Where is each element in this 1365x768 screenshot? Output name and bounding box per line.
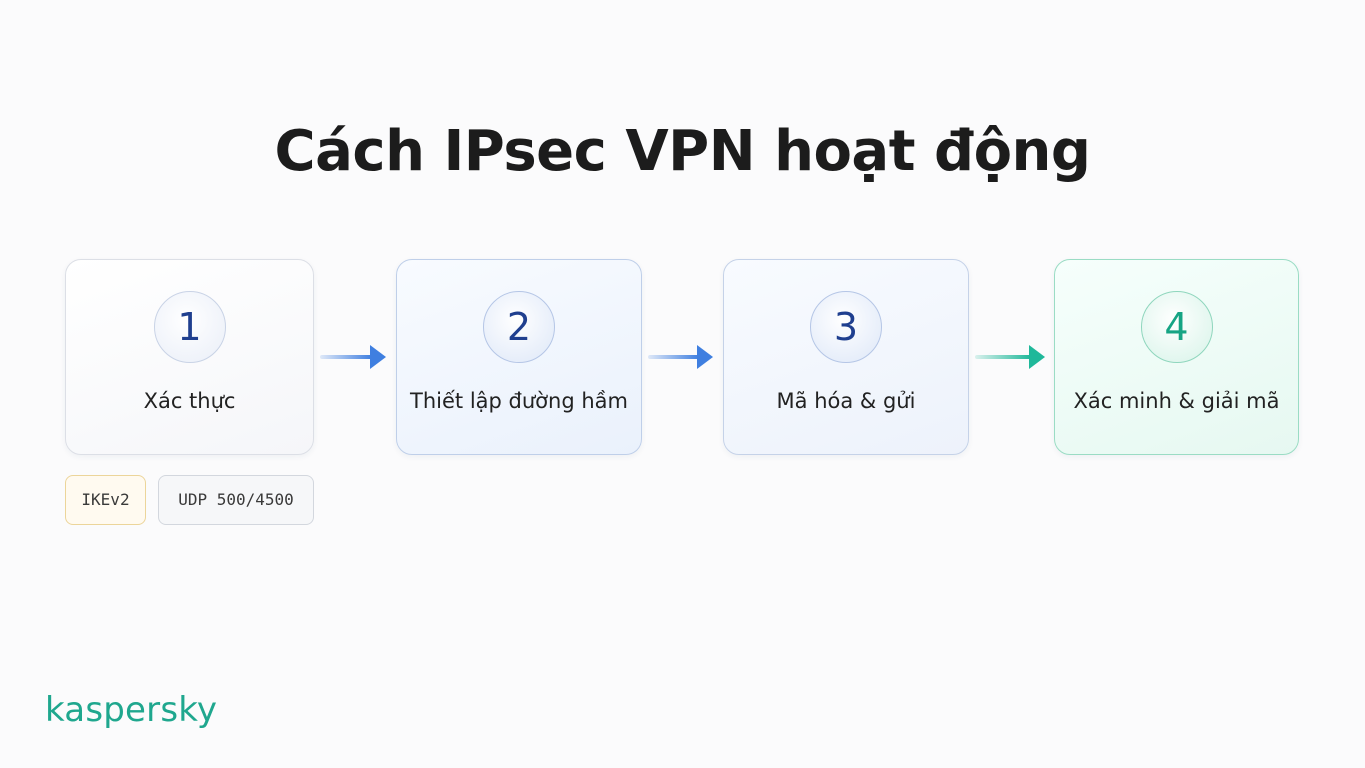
step-card-2: 2 Thiết lập đường hầm — [396, 259, 642, 455]
step-number-badge-4: 4 — [1140, 291, 1213, 363]
arrow-right-icon — [320, 342, 386, 372]
arrow-right-icon — [975, 342, 1045, 372]
step-card-4: 4 Xác minh & giải mã — [1054, 259, 1299, 455]
step-card-3: 3 Mã hóa & gửi — [723, 259, 969, 455]
step-label-1: Xác thực — [143, 389, 236, 413]
step-label-3: Mã hóa & gửi — [776, 389, 916, 413]
step-label-2: Thiết lập đường hầm — [410, 389, 628, 413]
kaspersky-logo: kaspersky — [45, 690, 218, 730]
step-number-badge-3: 3 — [810, 291, 882, 363]
protocol-tag-udp-ports: UDP 500/4500 — [158, 475, 314, 525]
protocol-tag-ikev2: IKEv2 — [65, 475, 146, 525]
step-label-4: Xác minh & giải mã — [1073, 389, 1280, 413]
step-card-1: 1 Xác thực — [65, 259, 314, 455]
arrow-right-icon — [648, 342, 713, 372]
page-title: Cách IPsec VPN hoạt động — [274, 119, 1092, 184]
step-number-badge-2: 2 — [483, 291, 555, 363]
step-number-badge-1: 1 — [153, 291, 226, 363]
